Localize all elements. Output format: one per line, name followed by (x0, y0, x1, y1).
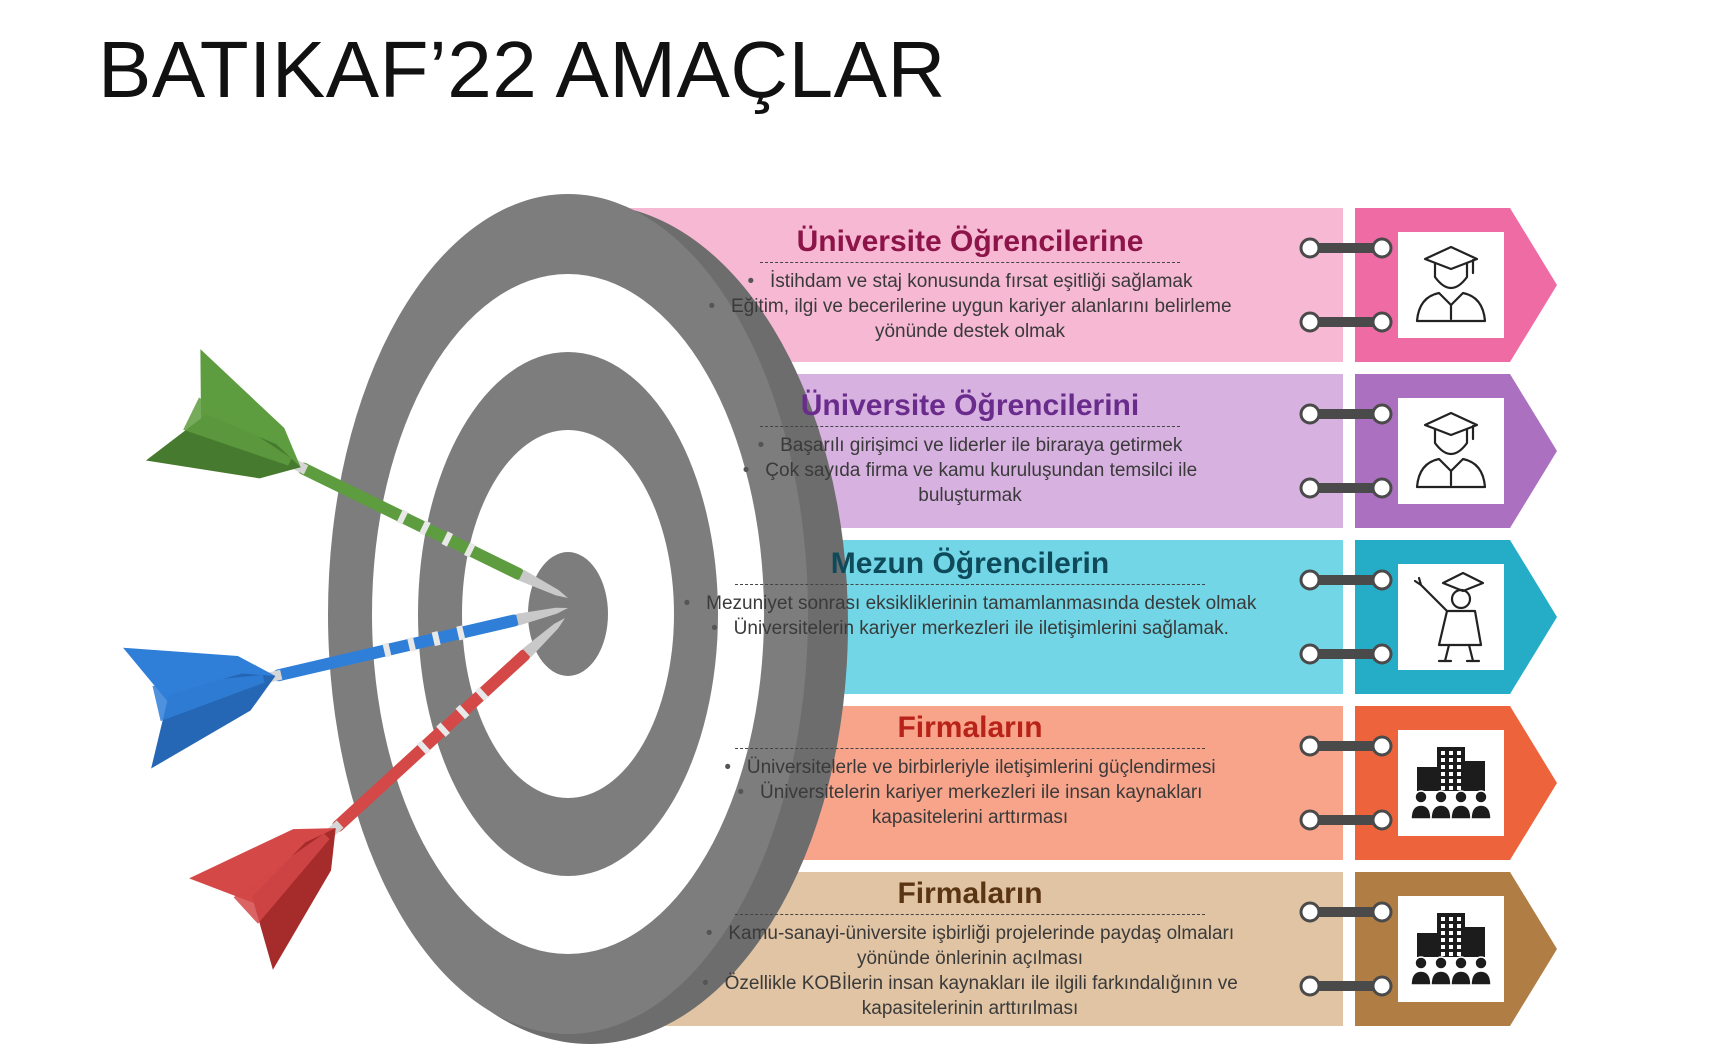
goal-bullets: Üniversitelerle ve birbirleriyle iletişi… (680, 755, 1260, 830)
panel-icons (1398, 232, 1504, 1002)
goal-divider (760, 262, 1180, 263)
goal-bullet: Kamu-sanayi-üniversite işbirliği projele… (680, 921, 1260, 971)
goal-bullets: Kamu-sanayi-üniversite işbirliği projele… (680, 921, 1260, 1021)
hook-ring (1371, 643, 1393, 665)
page-title: BATIKAF’22 AMAÇLAR (98, 25, 946, 114)
goal-bullet: Özellikle KOBİlerin insan kaynakları ile… (680, 971, 1260, 1021)
green-dart (145, 349, 569, 598)
goal-divider (735, 584, 1205, 585)
goal-heading: Üniversite Öğrencilerine (796, 225, 1144, 258)
hook-ring (1299, 311, 1321, 333)
hook-ring (1299, 643, 1321, 665)
hook-bar (1310, 243, 1382, 253)
goal-bullet: Başarılı girişimci ve liderler ile birar… (690, 433, 1250, 458)
goal-heading: Üniversite Öğrencilerini (800, 389, 1140, 422)
goal-bullet: Üniversitelerle ve birbirleriyle iletişi… (680, 755, 1260, 780)
goal-bullets: İstihdam ve staj konusunda fırsat eşitli… (690, 269, 1250, 344)
goal-bullet: İstihdam ve staj konusunda fırsat eşitli… (690, 269, 1250, 294)
graduate-icon (1398, 398, 1504, 504)
goal-heading: Firmaların (897, 877, 1043, 910)
goal-divider (735, 914, 1205, 915)
hook-ring (1299, 735, 1321, 757)
hook-ring (1299, 809, 1321, 831)
hook-ring (1371, 809, 1393, 831)
goal-panel-3: Mezun Öğrencilerin Mezuniyet sonrası eks… (680, 546, 1260, 641)
goal-divider (735, 748, 1205, 749)
hook-ring (1371, 569, 1393, 591)
hook-ring (1371, 735, 1393, 757)
hook-ring (1371, 237, 1393, 259)
hook-bar (1310, 483, 1382, 493)
company-people-icon (1398, 730, 1504, 836)
goal-panel-2: Üniversite Öğrencilerini Başarılı girişi… (690, 388, 1250, 508)
goal-heading: Firmaların (897, 711, 1043, 744)
hook-ring (1299, 901, 1321, 923)
hook-ring (1299, 569, 1321, 591)
goal-bullet: Eğitim, ilgi ve becerilerine uygun kariy… (690, 294, 1250, 344)
hook-bar (1310, 907, 1382, 917)
hook-bar (1310, 409, 1382, 419)
hook-ring (1299, 975, 1321, 997)
hook-bar (1310, 649, 1382, 659)
hook-bar (1310, 815, 1382, 825)
goal-bullets: Başarılı girişimci ve liderler ile birar… (690, 433, 1250, 508)
hook-bar (1310, 575, 1382, 585)
panel-hooks (1299, 237, 1393, 997)
goal-bullet: Çok sayıda firma ve kamu kuruluşundan te… (690, 458, 1250, 508)
hook-bar (1310, 981, 1382, 991)
goal-bullet: Üniversitelerin kariyer merkezleri ile i… (680, 616, 1260, 641)
goal-bullets: Mezuniyet sonrası eksikliklerinin tamaml… (680, 591, 1260, 641)
goal-panel-4: Firmaların Üniversitelerle ve birbirleri… (680, 710, 1260, 830)
company-people-icon (1398, 896, 1504, 1002)
hook-ring (1299, 403, 1321, 425)
red-dart (189, 618, 566, 970)
hook-ring (1371, 311, 1393, 333)
hook-ring (1371, 477, 1393, 499)
hook-ring (1371, 901, 1393, 923)
blue-dart (123, 607, 569, 769)
hook-ring (1371, 975, 1393, 997)
goal-panel-1: Üniversite Öğrencilerine İstihdam ve sta… (690, 224, 1250, 344)
goal-bullet: Üniversitelerin kariyer merkezleri ile i… (680, 780, 1260, 830)
goal-bullet: Mezuniyet sonrası eksikliklerinin tamaml… (680, 591, 1260, 616)
darts (123, 349, 569, 970)
graduate-icon (1398, 232, 1504, 338)
goal-panel-5: Firmaların Kamu-sanayi-üniversite işbirl… (680, 876, 1260, 1021)
hook-ring (1299, 477, 1321, 499)
target-ring (528, 552, 608, 676)
hook-bar (1310, 317, 1382, 327)
goal-heading: Mezun Öğrencilerin (830, 547, 1110, 580)
graduation-celebration-icon (1398, 564, 1504, 670)
goal-divider (760, 426, 1180, 427)
hook-bar (1310, 741, 1382, 751)
hook-ring (1299, 237, 1321, 259)
hook-ring (1371, 403, 1393, 425)
